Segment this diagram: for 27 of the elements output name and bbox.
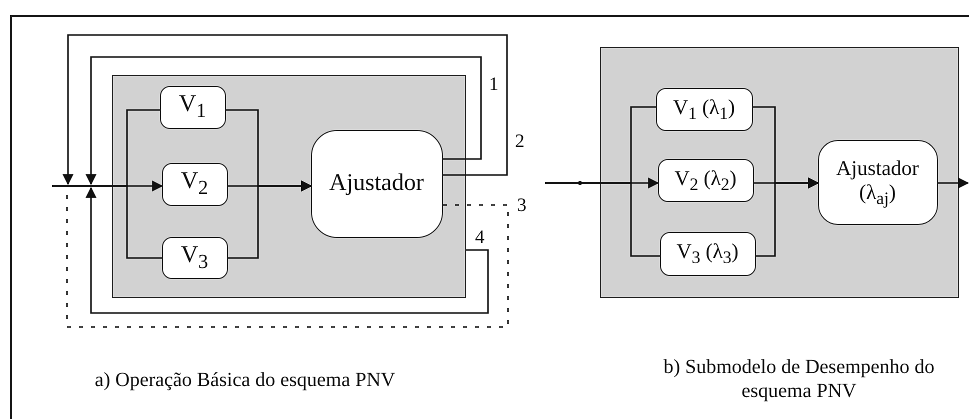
figure-caption: b) Submodelo de Desempenho do esquema PNV bbox=[662, 355, 936, 403]
process-box bbox=[656, 88, 752, 130]
connector-arrow bbox=[756, 178, 820, 257]
process-box bbox=[162, 162, 228, 206]
box-label: V$_{1}$ (λ$_{1}$) bbox=[672, 94, 736, 124]
box-label: V$_{2}$ (λ$_{2}$) bbox=[674, 166, 737, 194]
process-box bbox=[660, 232, 756, 276]
connector-arrow bbox=[228, 180, 312, 259]
box-label: V$_{1}$ bbox=[178, 91, 206, 123]
figure-caption: a) Operação Básica do esquema PNV bbox=[94, 368, 396, 392]
shaded-panel bbox=[112, 75, 466, 298]
process-box bbox=[162, 236, 228, 278]
box-label: V$_{2}$ bbox=[180, 168, 208, 200]
box-label: (λ$_{aj}$) bbox=[859, 180, 896, 208]
connector-arrow bbox=[86, 56, 482, 186]
process-box bbox=[658, 158, 754, 202]
process-box bbox=[310, 130, 442, 238]
process-box bbox=[160, 86, 226, 128]
process-box bbox=[818, 140, 938, 224]
box-label: V$_{3}$ bbox=[180, 242, 208, 274]
connector-arrow bbox=[62, 34, 508, 186]
box-label: Ajustador bbox=[329, 170, 424, 198]
connector-arrow bbox=[938, 178, 969, 188]
box-label: Ajustador bbox=[836, 156, 919, 180]
box-label: V$_{3}$ (λ$_{3}$) bbox=[676, 239, 739, 268]
connector-arrow bbox=[86, 186, 489, 314]
shaded-panel bbox=[600, 47, 959, 298]
